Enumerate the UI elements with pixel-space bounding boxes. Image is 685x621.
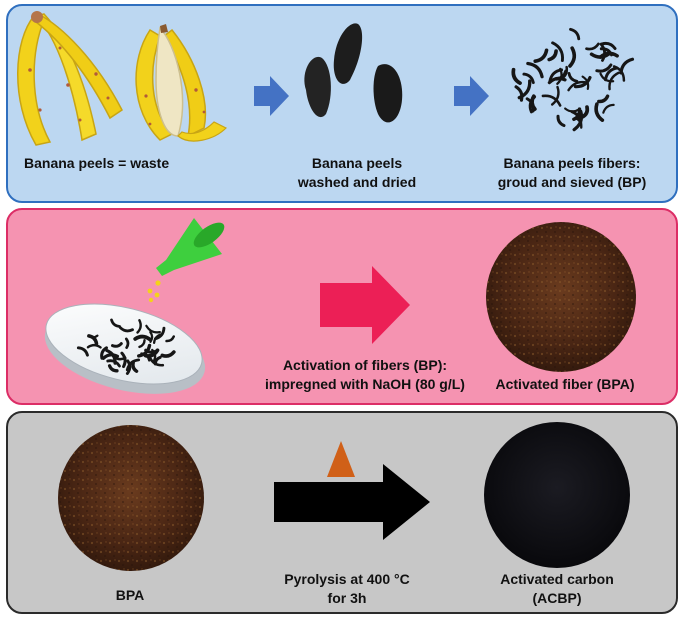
label-pyrolysis: Pyrolysis at 400 °C for 3h [284,571,410,606]
fiber-strand [556,114,566,128]
label-activated-carbon: Activated carbon (ACBP) [500,571,614,606]
fiber-strand [165,335,175,343]
fiber-strand [602,103,615,114]
label-activated-fiber-bpa: Activated fiber (BPA) [495,376,635,392]
label-fibers-bp: Banana peels fibers: groud and sieved (B… [497,155,647,190]
fiber-strand [585,42,600,51]
fiber-strand [541,94,562,107]
fiber-strand [125,358,141,372]
fiber-strand [100,346,109,360]
arrow-right-icon [454,76,489,116]
fiber-strand [136,319,142,334]
banana-peel-icon [135,24,228,142]
fiber-strand [86,343,102,349]
fiber-strand [76,346,89,357]
fiber-strand [581,75,590,90]
label-washed-dried: Banana peels washed and dried [297,155,417,190]
fiber-strand [110,318,121,328]
fiber-strand [101,353,120,360]
fiber-strand [567,71,579,83]
fiber-strand [145,324,161,334]
fiber-strand [597,94,610,104]
fiber-strand [594,102,605,122]
fiber-particles-icon [511,27,635,132]
fiber-strand [599,47,613,57]
fiber-strand [526,61,544,79]
fiber-strand [87,334,99,339]
fiber-strand [133,334,152,342]
fiber-strand [522,72,535,85]
fiber-strand [612,65,626,82]
fiber-strand [595,63,613,73]
fiber-strand [140,352,151,362]
fiber-strand [111,342,123,348]
fiber-strand [598,51,619,59]
funnel-icon [147,218,225,303]
fiber-strand [144,348,160,354]
fiber-strand [138,338,146,349]
fiber-strand [517,79,532,100]
label-banana-peels-waste: Banana peels = waste [24,155,170,171]
fiber-strand [568,46,577,68]
fiber-strand [137,343,152,358]
fiber-strand [564,107,580,113]
fiber-strand [569,27,581,41]
label-bpa: BPA [115,587,145,603]
fiber-strand [547,49,558,62]
banana-bunch-icon [17,11,123,146]
fiber-strand [554,69,568,81]
arrow-right-icon [274,464,430,540]
fiber-strand [124,337,130,349]
fiber-strand [149,330,154,343]
fiber-strand [572,109,584,132]
activated-fiber-disc-icon [486,222,636,372]
fiber-strand [599,42,606,62]
arrow-right-icon [320,266,410,344]
fiber-strand [153,326,166,341]
fiber-strand [573,75,592,89]
petri-dish-icon [44,303,206,394]
fiber-strand [120,351,127,369]
fiber-strand [550,85,560,106]
fiber-strand [107,364,119,373]
fiber-strand [106,359,121,368]
fiber-strand [533,48,549,64]
fiber-strand [160,350,176,358]
fiber-strand [118,326,134,333]
fiber-strand [603,66,619,82]
bpa-disc-icon [58,425,204,571]
fiber-strand [608,71,620,91]
fiber-strand [581,105,590,119]
fiber-strand [514,85,524,102]
fiber-strand [525,97,535,113]
arrow-right-icon [254,76,289,116]
fiber-strand [131,360,139,373]
label-activation-fibers: Activation of fibers (BP): impregned wit… [265,357,465,392]
flame-icon [327,441,355,477]
fiber-strand [511,67,522,85]
fiber-strand [528,95,537,114]
dried-peels-icon [304,23,403,123]
fiber-strand [125,359,132,375]
fiber-strand [148,355,165,367]
fiber-strand [551,41,564,63]
fiber-strand [600,41,617,50]
fiber-strand [111,354,127,361]
activated-carbon-disc-icon [484,422,630,568]
